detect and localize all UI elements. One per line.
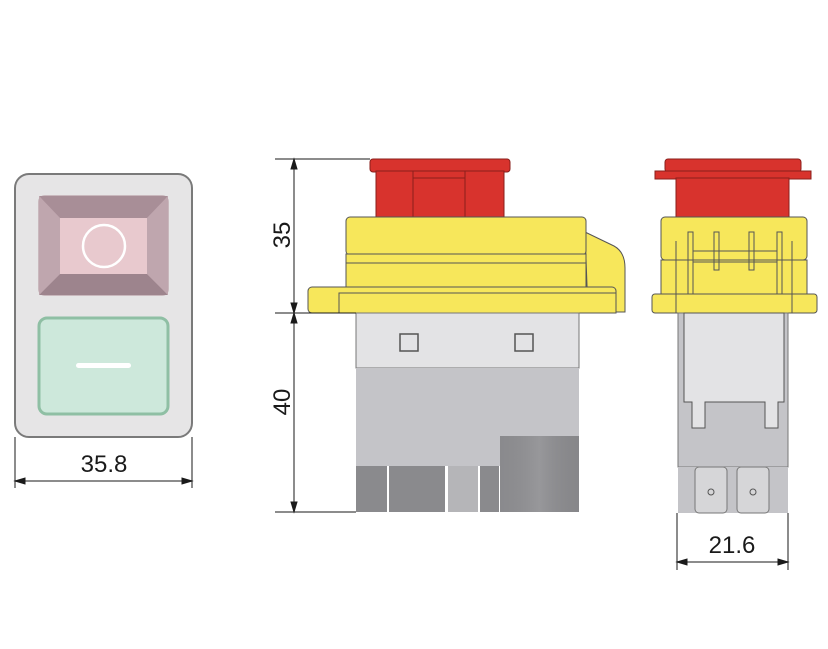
side-view: 35 40 [269, 157, 626, 514]
end-gray-body [677, 312, 789, 514]
gray-body [355, 312, 580, 512]
end-view: 21.6 [651, 158, 818, 570]
bottom-height-label: 40 [269, 389, 296, 416]
on-bar-icon [76, 363, 131, 368]
end-width-dimension [675, 513, 790, 570]
front-width-dimension [13, 437, 194, 488]
front-view: 35.8 [13, 173, 194, 488]
end-width-label: 21.6 [709, 532, 756, 559]
yellow-housing [307, 216, 626, 314]
end-terminals [694, 466, 770, 514]
height-dimensions [275, 157, 370, 514]
end-red-cap [654, 158, 812, 220]
red-cap [369, 158, 511, 220]
end-yellow-housing [651, 216, 818, 314]
off-button [38, 195, 169, 296]
off-circle-icon [81, 223, 127, 269]
top-height-label: 35 [269, 222, 296, 249]
front-width-label: 35.8 [81, 451, 128, 478]
on-button [37, 316, 170, 416]
